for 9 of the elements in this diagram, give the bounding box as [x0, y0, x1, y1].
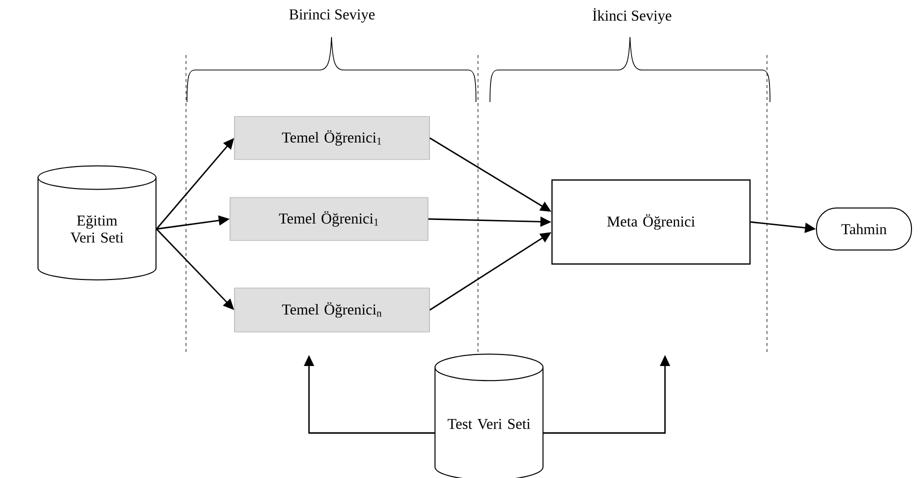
process-box: Temel Öğrenici$_{n}$ — [234, 288, 430, 332]
terminal-box: Tahmin — [816, 208, 912, 250]
process-box: Meta Öğrenici — [551, 179, 751, 265]
level-heading: İkinci Seviye — [592, 8, 672, 24]
process-box: Temel Öğrenici$_{1}$ — [234, 116, 430, 160]
level-heading: Birinci Seviye — [289, 9, 375, 23]
process-box: Temel Öğrenici$_{1}$ — [230, 197, 428, 241]
database-cylinder: Test Veri Seti — [434, 354, 544, 478]
database-cylinder: Eğitim Veri Seti — [38, 165, 156, 280]
